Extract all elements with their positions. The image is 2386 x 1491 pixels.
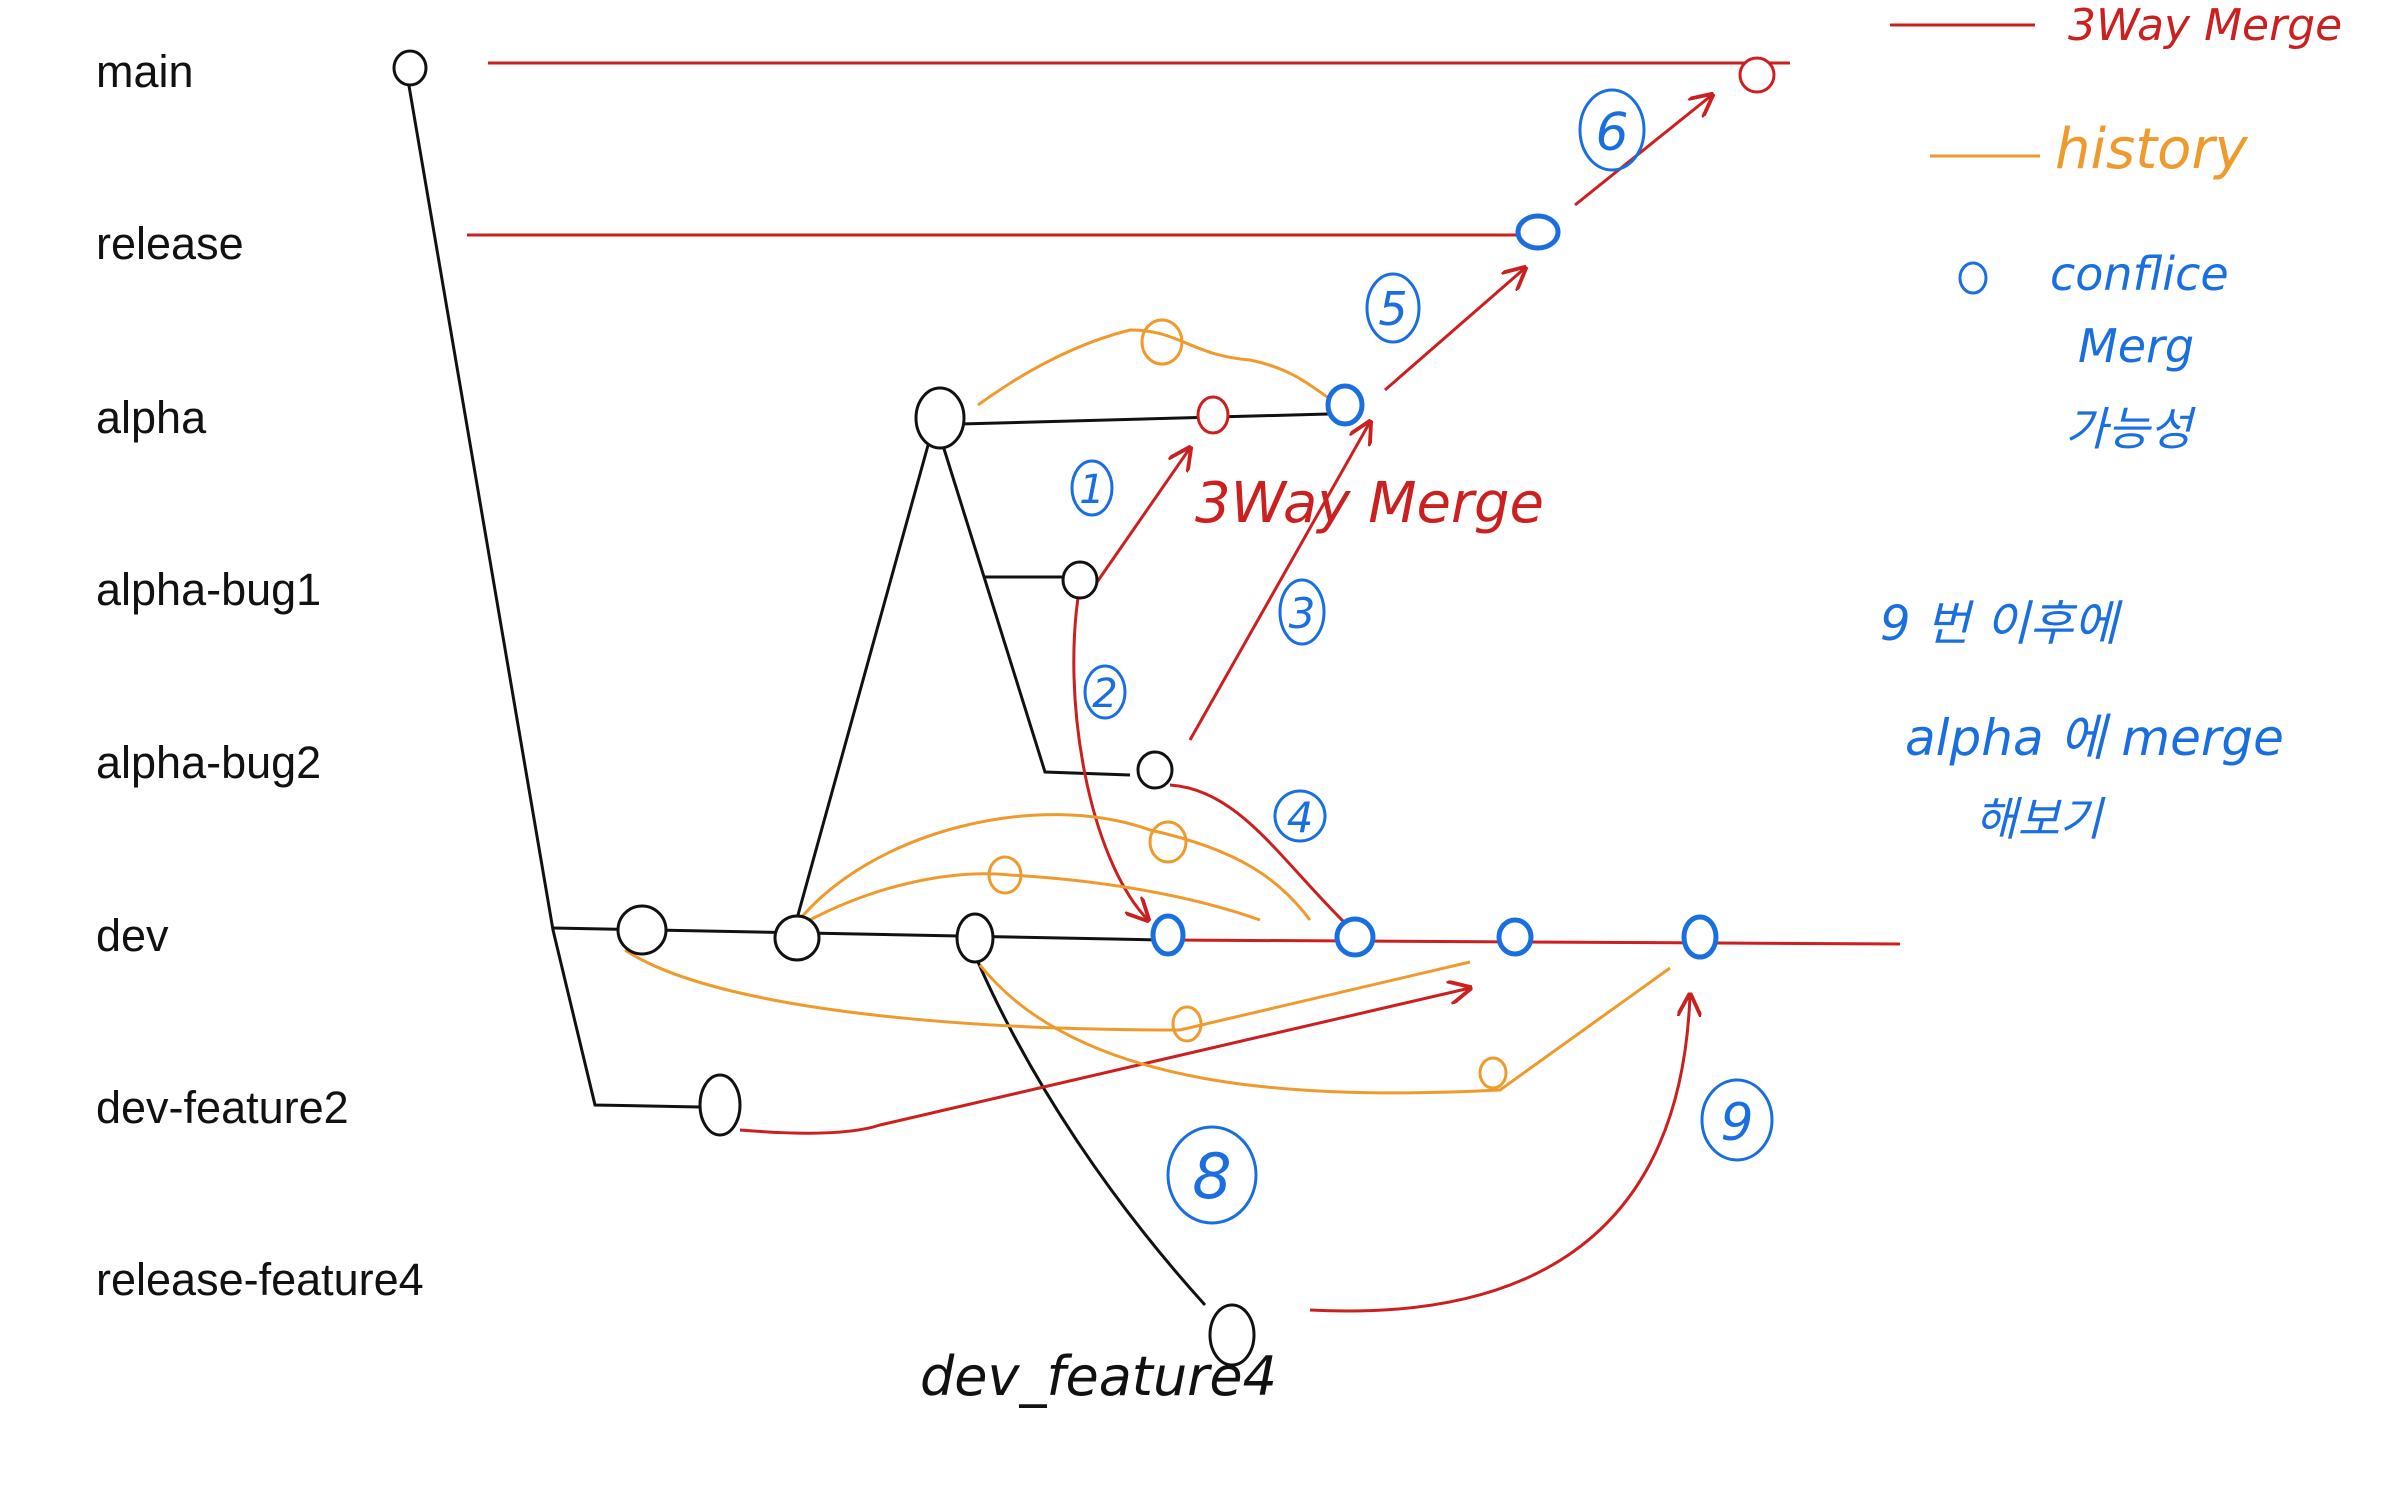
legend-conflict-label: conflice [2050, 247, 2229, 301]
step-number-8: 8 [1192, 1140, 1231, 1213]
history-lines [624, 328, 1671, 1095]
step-circles [1070, 88, 1774, 1225]
conflict-node-dev-3 [1496, 917, 1534, 957]
merge-arrow-3 [1188, 422, 1370, 741]
legend-conflict-swatch [1958, 261, 1988, 295]
branch-label-release: release [96, 218, 244, 269]
branch-lines [406, 79, 1329, 1307]
branch-label-alpha-bug1: alpha-bug1 [96, 564, 322, 615]
commit-node-dev-1 [616, 904, 668, 956]
branch-label-dev: dev [96, 910, 169, 961]
conflict-node-alpha [1325, 383, 1365, 427]
merge-node-main [1738, 56, 1776, 94]
conflict-node-dev-1 [1150, 913, 1186, 957]
branch-label-release-feature4: release-feature4 [96, 1254, 424, 1305]
history-dev-3 [978, 964, 1671, 1095]
step-circle-8 [1166, 1125, 1258, 1225]
dev-merge-line [1167, 938, 1901, 946]
merge-arrow-6 [1574, 95, 1712, 207]
main-to-dev-line [406, 79, 701, 1109]
commit-node-alpha [914, 386, 966, 450]
commit-node-dev-3 [955, 912, 995, 964]
step-number-9: 9 [1720, 1093, 1753, 1153]
merge-arrow-1 [1093, 448, 1190, 586]
merge-lines [467, 61, 1901, 1313]
commit-node-alpha-bug1 [1061, 560, 1099, 600]
step-number-5: 5 [1378, 282, 1407, 336]
merge-arrow-dev-feature2 [739, 988, 1470, 1135]
step-numbers: 1 2 3 4 5 6 8 9 [1079, 103, 1753, 1213]
merge-arrow-9 [1309, 995, 1690, 1313]
conflict-node-dev-2 [1334, 916, 1376, 958]
history-dev-1 [793, 813, 1312, 926]
history-node [1171, 1005, 1203, 1043]
conflict-node-release [1515, 213, 1561, 251]
step-circle-5 [1365, 272, 1421, 344]
step-circle-4 [1273, 789, 1327, 843]
commit-node-dev-2 [773, 914, 821, 962]
history-dev-2 [794, 872, 1261, 930]
merge-nodes [1196, 56, 1776, 435]
step-circle-2 [1083, 664, 1127, 720]
step-number-4: 4 [1287, 793, 1314, 842]
step-number-1: 1 [1079, 467, 1104, 513]
step-circle-6 [1578, 88, 1646, 172]
commit-nodes [392, 49, 1256, 1367]
note-line-3: 해보기 [1975, 792, 2106, 846]
legend: 3Way Merge history conflice Merg 가능성 [1890, 0, 2342, 456]
commit-node-alpha-bug2 [1136, 750, 1174, 790]
history-node [1478, 1056, 1508, 1090]
legend-conflict-label-2: Merg [2078, 319, 2194, 373]
branch-label-main: main [96, 46, 194, 97]
conflict-node-dev-4 [1681, 914, 1719, 960]
branch-label-alpha: alpha [96, 392, 207, 443]
commit-node-dev-feature2 [698, 1073, 742, 1137]
merge-arrow-2 [1072, 584, 1148, 920]
legend-merge-label: 3Way Merge [2068, 0, 2342, 51]
history-dev-feature2 [624, 948, 1471, 1032]
merge-node-alpha [1196, 395, 1230, 435]
step-number-6: 6 [1595, 103, 1628, 163]
note-line-1: 9 번 이후에 [1880, 596, 2124, 652]
side-note: 9 번 이후에 alpha 에 merge 해보기 [1880, 596, 2284, 846]
step-number-3: 3 [1289, 589, 1316, 638]
history-node [1140, 318, 1184, 366]
commit-node-main [392, 49, 428, 87]
history-alpha [977, 328, 1341, 407]
step-circle-1 [1070, 459, 1114, 517]
step-circle-3 [1278, 578, 1326, 646]
branch-label-dev-feature2: dev-feature2 [96, 1082, 349, 1133]
commit-node-dev-feature4 [1208, 1303, 1256, 1367]
legend-history-label: history [2055, 117, 2248, 182]
dev-feature4-line [976, 961, 1207, 1307]
history-nodes [987, 318, 1508, 1090]
step-number-2: 2 [1092, 671, 1117, 717]
dev-to-alpha-line [791, 419, 937, 934]
merge-arrow-4 [1169, 783, 1352, 930]
conflict-nodes [1150, 213, 1719, 960]
history-node [1148, 820, 1188, 864]
three-way-merge-annotation: 3Way Merge [1195, 471, 1544, 536]
branch-label-alpha-bug2: alpha-bug2 [96, 737, 322, 788]
legend-conflict-label-3: 가능성 [2065, 402, 2197, 456]
note-line-2: alpha 에 merge [1905, 709, 2284, 767]
dev-feature4-annotation: dev_feature4 [920, 1345, 1277, 1408]
step-circle-9 [1700, 1078, 1774, 1162]
alpha-to-bugs-line [933, 419, 1131, 777]
history-node [987, 855, 1023, 895]
alpha-line [959, 412, 1329, 426]
merge-arrow-5 [1384, 268, 1525, 392]
